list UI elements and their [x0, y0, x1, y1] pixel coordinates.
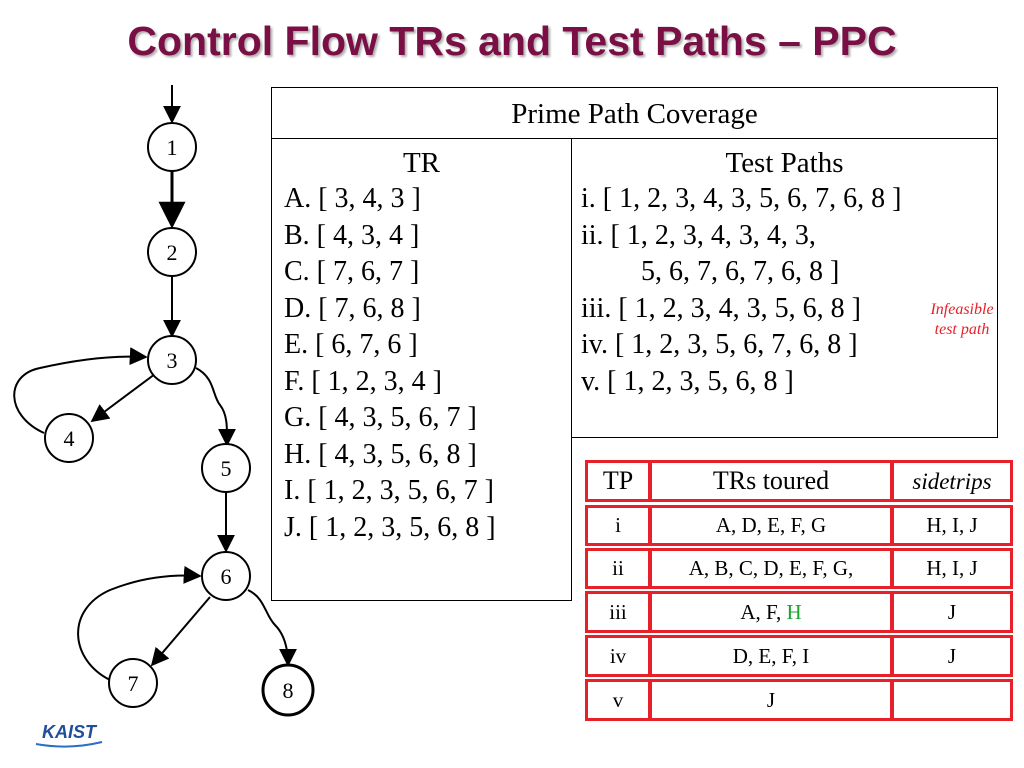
- tr-item: H. [ 4, 3, 5, 6, 8 ]: [284, 438, 477, 470]
- edge-4-3: [13, 347, 148, 434]
- node-7-label: 7: [128, 671, 139, 696]
- node-3-label: 3: [167, 348, 178, 373]
- edge-3-4: [90, 373, 156, 423]
- edge-6-8: [247, 589, 297, 667]
- row-trs-text: A, F,: [740, 599, 787, 624]
- row-sidetrips: [891, 679, 1013, 721]
- row-trs-highlight: H: [786, 599, 802, 624]
- row-trs: A, B, C, D, E, F, G,: [649, 548, 893, 589]
- infeasible-note-line: test path: [934, 321, 990, 338]
- tr-item: J. [ 1, 2, 3, 5, 6, 8 ]: [284, 511, 496, 543]
- row-trs: A, F, H: [649, 591, 893, 633]
- row-sidetrips: J: [891, 591, 1013, 633]
- test-path-line: ii. [ 1, 2, 3, 4, 3, 4, 3,: [581, 219, 816, 251]
- tr-item: F. [ 1, 2, 3, 4 ]: [284, 365, 442, 397]
- row-tp: v: [585, 679, 651, 721]
- node-6: 6: [201, 551, 251, 601]
- tr-item: B. [ 4, 3, 4 ]: [284, 219, 420, 251]
- kaist-logo: KAIST: [35, 722, 103, 748]
- test-path-line: iv. [ 1, 2, 3, 5, 6, 7, 6, 8 ]: [581, 329, 858, 360]
- node-1: 1: [147, 122, 197, 172]
- tr-item: A. [ 3, 4, 3 ]: [284, 183, 421, 214]
- tr-item: E. [ 6, 7, 6 ]: [284, 329, 418, 360]
- infeasible-note: Infeasible test path: [912, 300, 1012, 340]
- test-path-line: i. [ 1, 2, 3, 4, 3, 5, 6, 7, 6, 8 ]: [581, 183, 902, 214]
- node-5-label: 5: [221, 456, 232, 481]
- header-trs-toured: TRs toured: [649, 460, 893, 502]
- test-path-line: iii. [ 1, 2, 3, 4, 3, 5, 6, 8 ]: [581, 292, 861, 324]
- row-sidetrips: H, I, J: [891, 548, 1013, 589]
- header-tp: TP: [585, 460, 651, 502]
- row-sidetrips: J: [891, 635, 1013, 677]
- test-paths-box: Test Paths i. [ 1, 2, 3, 4, 3, 5, 6, 7, …: [571, 138, 998, 438]
- node-2: 2: [147, 227, 197, 277]
- tr-item: C. [ 7, 6, 7 ]: [284, 256, 420, 287]
- row-trs: D, E, F, I: [649, 635, 893, 677]
- infeasible-note-line: Infeasible: [930, 301, 994, 318]
- test-paths-title: Test Paths: [725, 147, 844, 179]
- node-6-label: 6: [221, 564, 232, 589]
- tours-table: TP TRs toured sidetrips i A, D, E, F, G …: [585, 460, 1015, 722]
- svg-text:KAIST: KAIST: [42, 722, 98, 742]
- row-trs: J: [649, 679, 893, 721]
- row-tp: i: [585, 505, 651, 546]
- ppc-header: Prime Path Coverage: [271, 87, 998, 139]
- node-1-label: 1: [167, 135, 178, 160]
- node-4: 4: [44, 413, 94, 463]
- slide-title: Control Flow TRs and Test Paths – PPC: [127, 18, 897, 64]
- tr-item: D. [ 7, 6, 8 ]: [284, 292, 421, 324]
- node-3: 3: [147, 335, 197, 385]
- tr-title: TR: [402, 147, 441, 179]
- tr-item: G. [ 4, 3, 5, 6, 7 ]: [284, 402, 477, 433]
- node-4-label: 4: [64, 426, 75, 451]
- edge-3-5: [195, 367, 237, 447]
- node-8-label: 8: [283, 678, 294, 703]
- tr-list-box: TR A. [ 3, 4, 3 ] B. [ 4, 3, 4 ] C. [ 7,…: [271, 138, 572, 601]
- row-tp: iv: [585, 635, 651, 677]
- node-8-final: 8: [261, 663, 315, 717]
- row-trs: A, D, E, F, G: [649, 505, 893, 546]
- row-sidetrips: H, I, J: [891, 505, 1013, 546]
- row-tp: ii: [585, 548, 651, 589]
- test-path-line: 5, 6, 7, 6, 7, 6, 8 ]: [641, 256, 840, 287]
- node-7: 7: [108, 658, 158, 708]
- edge-6-7: [150, 596, 211, 667]
- header-sidetrips: sidetrips: [891, 460, 1013, 502]
- edge-7-6: [77, 565, 202, 681]
- node-5: 5: [201, 443, 251, 493]
- node-2-label: 2: [167, 240, 178, 265]
- test-path-line: v. [ 1, 2, 3, 5, 6, 8 ]: [581, 365, 794, 397]
- row-tp: iii: [585, 591, 651, 633]
- tr-item: I. [ 1, 2, 3, 5, 6, 7 ]: [284, 475, 494, 506]
